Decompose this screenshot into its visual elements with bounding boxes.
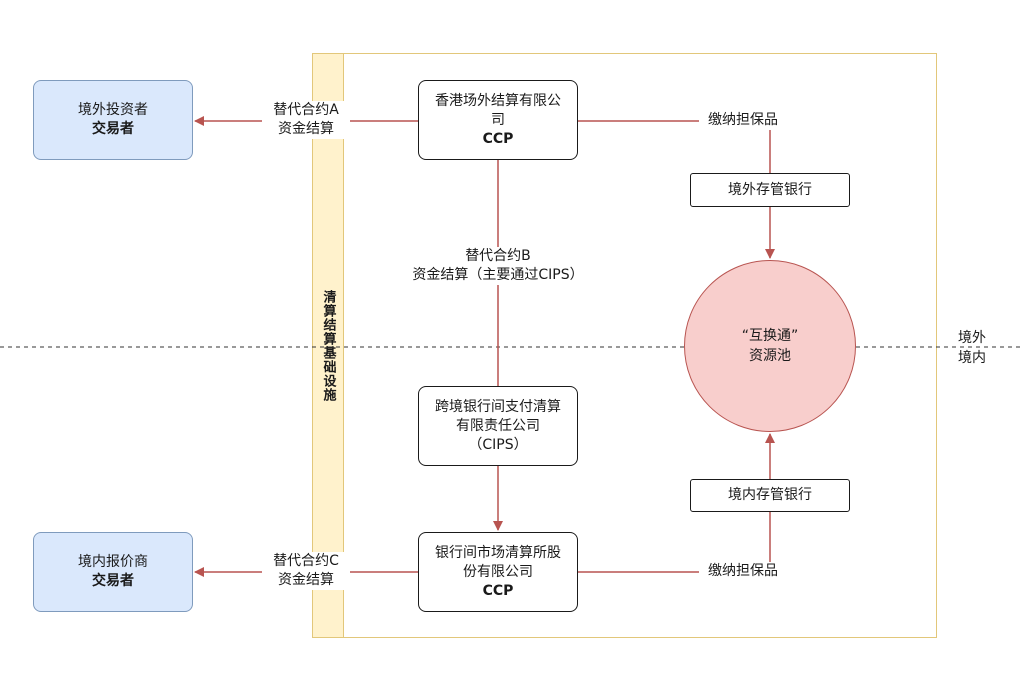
onshore-custodian-label: 境内存管银行 — [728, 487, 812, 503]
contract-a-name: 替代合约A — [273, 102, 339, 118]
resource-pool-circle: “互换通” 资源池 — [684, 260, 856, 432]
cips-name-2: 有限责任公司 — [456, 417, 540, 434]
infrastructure-label: 清算结算基础设施 — [320, 289, 336, 402]
contract-c-settlement: 资金结算 — [278, 572, 334, 588]
collateral-top-label: 缴纳担保品 — [699, 111, 787, 130]
shch-ccp-name-1: 银行间市场清算所股 — [435, 544, 561, 561]
boundary-offshore-label: 境外 — [958, 330, 986, 346]
contract-c-label: 替代合约C 资金结算 — [262, 552, 350, 590]
offshore-trader-role: 交易者 — [92, 121, 134, 137]
contract-a-label: 替代合约A 资金结算 — [262, 101, 350, 139]
contract-b-name: 替代合约B — [465, 248, 531, 264]
contract-c-name: 替代合约C — [273, 553, 339, 569]
cips-abbr: （CIPS） — [468, 436, 528, 453]
infrastructure-label-container: 清算结算基础设施 — [312, 53, 344, 638]
contract-b-label: 替代合约B 资金结算（主要通过CIPS） — [396, 247, 600, 285]
collateral-bottom-label: 缴纳担保品 — [699, 562, 787, 581]
cips-box: 跨境银行间支付清算 有限责任公司 （CIPS） — [418, 386, 578, 466]
offshore-trader-box: 境外投资者 交易者 — [33, 80, 193, 160]
hk-ccp-tag: CCP — [482, 130, 514, 147]
hk-ccp-name-1: 香港场外结算有限公 — [435, 92, 561, 109]
shch-ccp-tag: CCP — [482, 582, 514, 599]
hk-ccp-name-2: 司 — [491, 111, 505, 128]
onshore-custodian-box: 境内存管银行 — [690, 479, 850, 512]
shch-ccp-name-2: 份有限公司 — [463, 563, 533, 580]
offshore-trader-type: 境外投资者 — [78, 102, 148, 118]
contract-b-settlement: 资金结算（主要通过CIPS） — [412, 267, 584, 283]
onshore-trader-type: 境内报价商 — [78, 554, 148, 570]
offshore-custodian-label: 境外存管银行 — [728, 181, 812, 198]
contract-a-settlement: 资金结算 — [278, 121, 334, 137]
offshore-custodian-box: 境外存管银行 — [690, 173, 850, 207]
hk-ccp-box: 香港场外结算有限公 司 CCP — [418, 80, 578, 160]
resource-pool-subtitle: 资源池 — [749, 348, 791, 364]
onshore-trader-role: 交易者 — [92, 573, 134, 589]
cips-name-1: 跨境银行间支付清算 — [435, 398, 561, 415]
infrastructure-bar — [312, 53, 344, 638]
resource-pool-title: “互换通” — [741, 328, 799, 344]
shch-ccp-box: 银行间市场清算所股 份有限公司 CCP — [418, 532, 578, 612]
boundary-onshore-label: 境内 — [958, 350, 986, 366]
onshore-trader-box: 境内报价商 交易者 — [33, 532, 193, 612]
